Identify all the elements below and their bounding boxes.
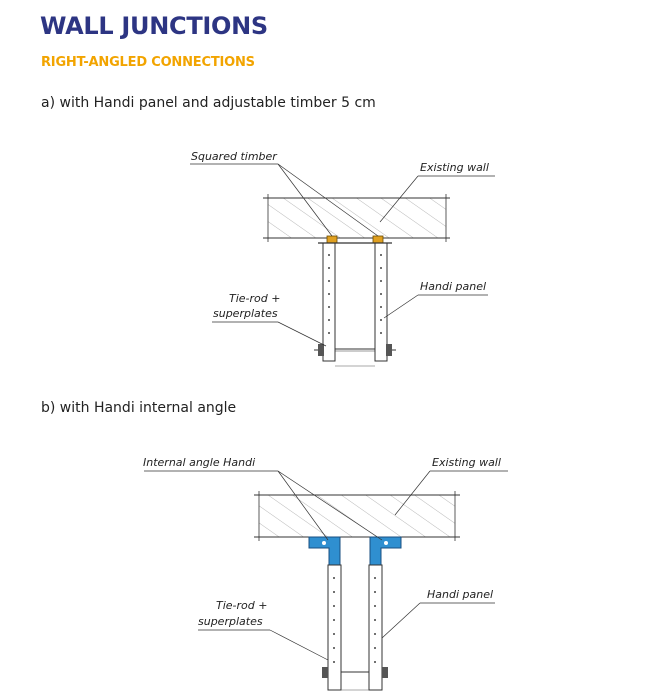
label-existing-wall-a: Existing wall [420,161,489,174]
section-b-heading: b) with Handi internal angle [41,400,237,416]
label-handi-panel-b: Handi panel [427,588,493,601]
existing-wall-b [254,491,460,541]
page-subtitle: RIGHT-ANGLED CONNECTIONS [41,55,255,70]
tie-rod-a [314,344,396,367]
label-internal-angle: Internal angle Handi [143,456,255,469]
label-superplates-b: superplates [198,615,263,628]
leaders-a [190,163,495,347]
leaders-b [144,470,508,661]
diagram-a: Squared timber Existing wall Handi panel… [190,150,495,367]
label-existing-wall-b: Existing wall [432,456,501,469]
handi-panel-b [327,564,383,691]
diagram-b: Internal angle Handi Existing wall Handi… [143,456,508,691]
existing-wall-a [263,194,450,242]
section-a-heading: a) with Handi panel and adjustable timbe… [41,95,376,111]
tie-rod-b [322,667,388,691]
label-tie-rod-a: Tie-rod + [229,292,280,305]
page-title: WALL JUNCTIONS [40,12,268,40]
label-superplates-a: superplates [213,307,278,320]
handi-panel-a [318,242,392,362]
label-squared-timber: Squared timber [191,150,278,163]
internal-angle-b [308,536,402,566]
label-tie-rod-b: Tie-rod + [216,599,267,612]
label-handi-panel-a: Handi panel [420,280,486,293]
